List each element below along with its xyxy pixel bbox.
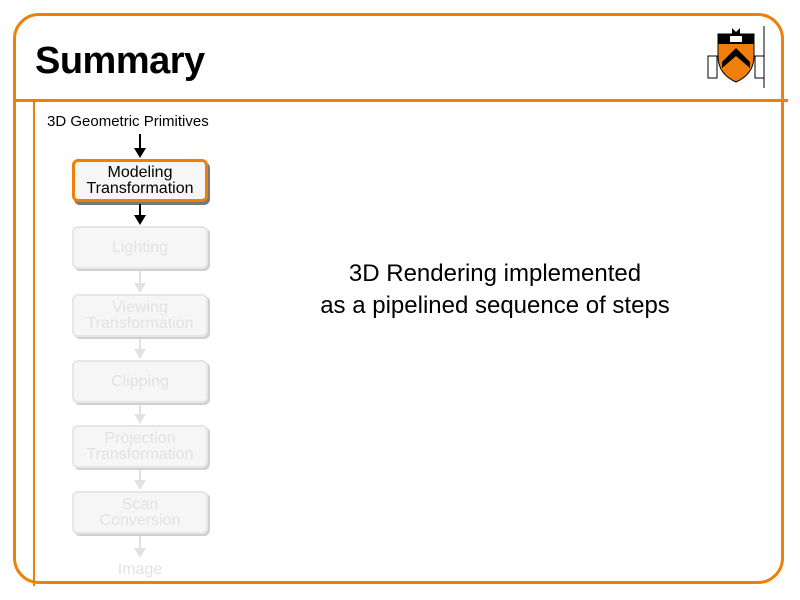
princeton-shield-logo (707, 26, 765, 88)
arrow-down-icon (134, 536, 146, 558)
pipeline-stage: Viewing Transformation (72, 294, 208, 337)
header-divider (13, 99, 788, 102)
pipeline-stage: Projection Transformation (72, 425, 208, 468)
arrow-down-icon (134, 134, 146, 158)
arrow-down-icon (134, 339, 146, 359)
summary-statement: 3D Rendering implemented as a pipelined … (280, 258, 710, 322)
pipeline-stage: Scan Conversion (72, 491, 208, 534)
left-margin-line (33, 100, 35, 586)
arrow-down-icon (134, 271, 146, 293)
summary-line-2: as a pipelined sequence of steps (320, 292, 670, 319)
slide-title: Summary (35, 40, 205, 82)
arrow-down-icon (134, 204, 146, 225)
arrow-down-icon (134, 405, 146, 424)
pipeline-input-label: 3D Geometric Primitives (47, 113, 209, 130)
pipeline-stage: Lighting (72, 226, 208, 269)
pipeline-output-label: Image (117, 561, 163, 578)
summary-line-1: 3D Rendering implemented (348, 260, 642, 287)
pipeline-stage: Modeling Transformation (72, 159, 208, 202)
arrow-down-icon (134, 470, 146, 490)
slide-frame (13, 13, 784, 584)
pipeline-stage: Clipping (72, 360, 208, 403)
